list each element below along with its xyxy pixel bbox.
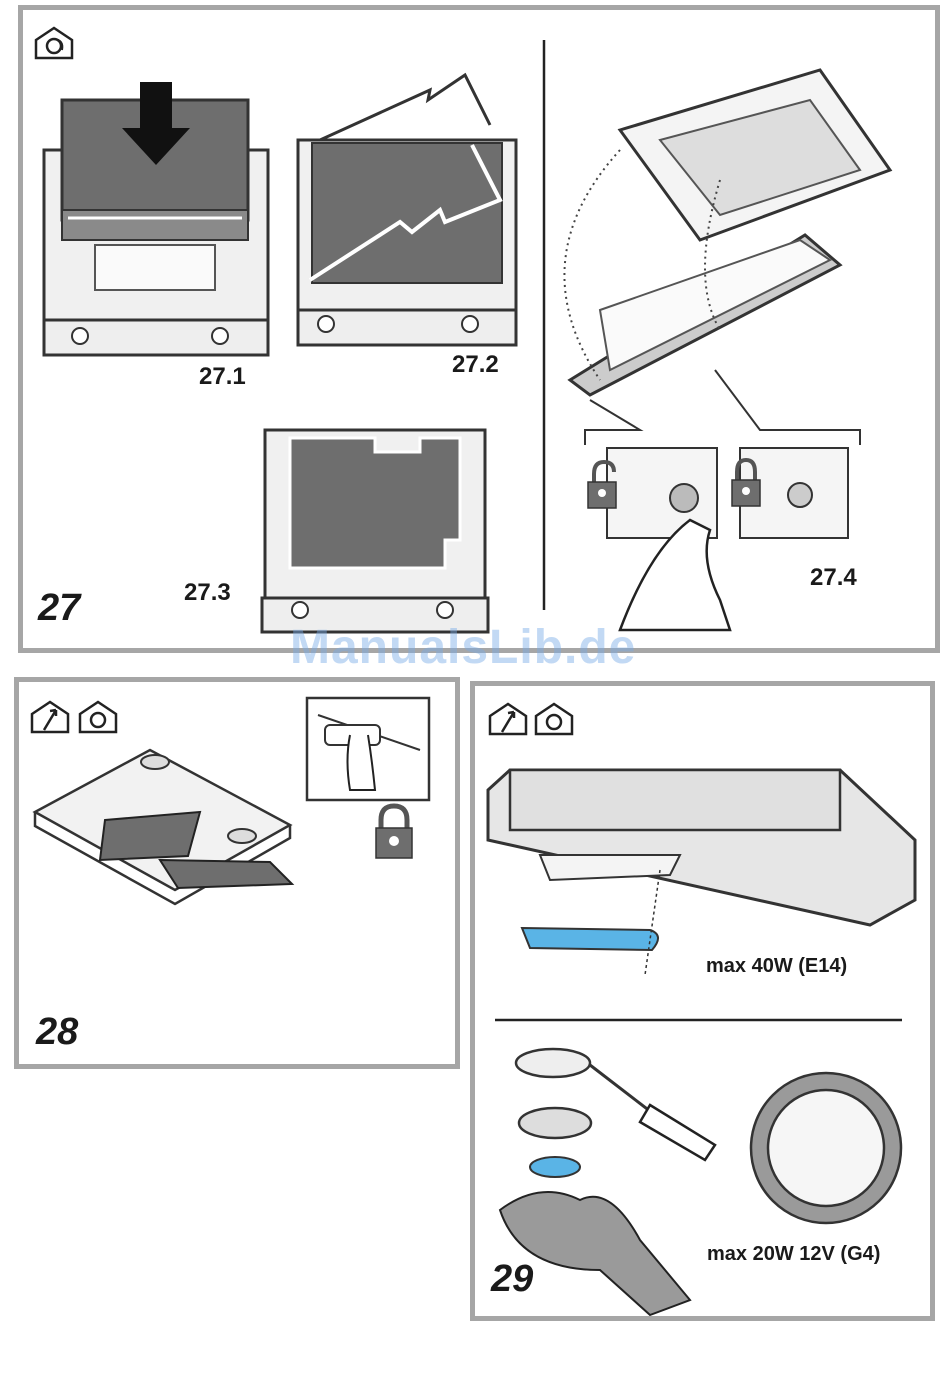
hood-filter-insert-illustration bbox=[44, 82, 268, 355]
step-label: 27.4 bbox=[810, 564, 857, 592]
filter-mounting-illustration bbox=[564, 70, 890, 630]
step-label: 27.1 bbox=[199, 363, 246, 391]
spec-label-g4: max 20W 12V (G4) bbox=[707, 1243, 880, 1266]
figure-28-panel bbox=[14, 677, 460, 1069]
step-label: 27.3 bbox=[184, 579, 231, 607]
watermark: ManualsLib.de bbox=[290, 620, 636, 675]
figure-number: 28 bbox=[36, 1011, 78, 1054]
recirculation-house-icon bbox=[36, 28, 72, 58]
step-label: 27.2 bbox=[452, 351, 499, 379]
figure-number: 27 bbox=[38, 587, 80, 630]
figure-number: 29 bbox=[491, 1258, 533, 1301]
hood-filter-installed-illustration bbox=[262, 430, 488, 632]
figure-29-panel bbox=[470, 681, 935, 1321]
hood-filter-flex-illustration bbox=[298, 75, 516, 345]
unlock-padlock-icon bbox=[588, 462, 616, 508]
spec-label-e14: max 40W (E14) bbox=[706, 955, 847, 978]
